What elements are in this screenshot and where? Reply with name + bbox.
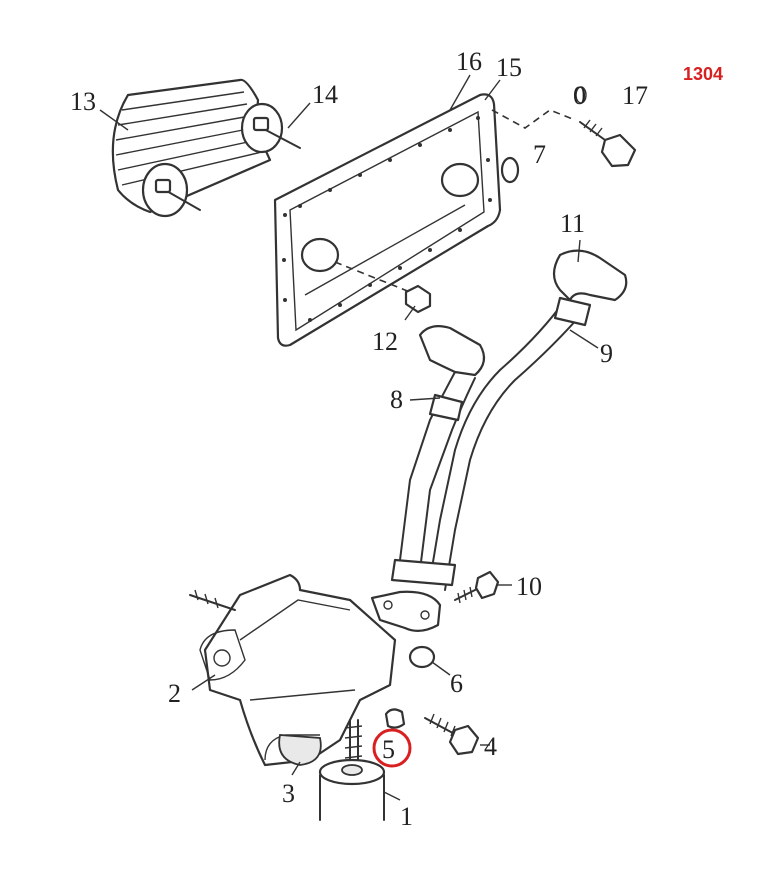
oil-pipe-8 (370, 325, 486, 632)
leader-3 (291, 761, 301, 776)
leader-8 (409, 397, 441, 401)
bolt-17-path (491, 109, 576, 129)
gasket-6 (408, 645, 436, 669)
callout-8: 8 (390, 385, 403, 414)
bolt-4 (424, 713, 480, 756)
callout-10: 10 (516, 572, 542, 601)
leader-12 (404, 305, 416, 321)
callout-5: 5 (382, 735, 395, 764)
callout-15: 15 (496, 53, 522, 82)
leader-15 (484, 79, 501, 101)
bolt-10 (454, 570, 500, 604)
callout-2: 2 (168, 679, 181, 708)
leader-11 (577, 239, 581, 263)
callout-3: 3 (282, 779, 295, 808)
plug-5 (384, 708, 406, 729)
oil-filter-1 (318, 719, 386, 821)
callout-16: 16 (456, 47, 482, 76)
leader-13 (99, 109, 129, 131)
callout-17: 17 (622, 81, 648, 110)
cooler-cover-plate (273, 93, 502, 347)
leader-14 (287, 102, 311, 129)
filter-housing (189, 573, 397, 767)
callout-7: 7 (533, 140, 546, 169)
bolt-17 (579, 119, 637, 168)
callout-0: 0 (573, 81, 586, 110)
callout-13: 13 (70, 87, 96, 116)
callout-1: 1 (400, 802, 413, 831)
leader-16 (449, 74, 471, 111)
nut-12 (404, 284, 432, 314)
o-ring-7 (500, 156, 520, 184)
callout-6: 6 (450, 669, 463, 698)
callout-14: 14 (312, 80, 338, 109)
leader-9 (569, 329, 599, 349)
diagram-reference-code: 1304 (683, 64, 723, 84)
leader-6 (431, 661, 451, 676)
oil-cooler-core (111, 78, 301, 218)
highlight-circle (372, 728, 412, 768)
leader-2 (191, 674, 216, 691)
washer-0 (575, 86, 587, 104)
callout-9: 9 (600, 339, 613, 368)
callout-4: 4 (484, 732, 497, 761)
callout-11: 11 (560, 209, 585, 238)
oil-pipe-9 (429, 249, 628, 591)
nut-12-path (334, 261, 411, 293)
leader-1 (383, 791, 401, 801)
callout-12: 12 (372, 327, 398, 356)
